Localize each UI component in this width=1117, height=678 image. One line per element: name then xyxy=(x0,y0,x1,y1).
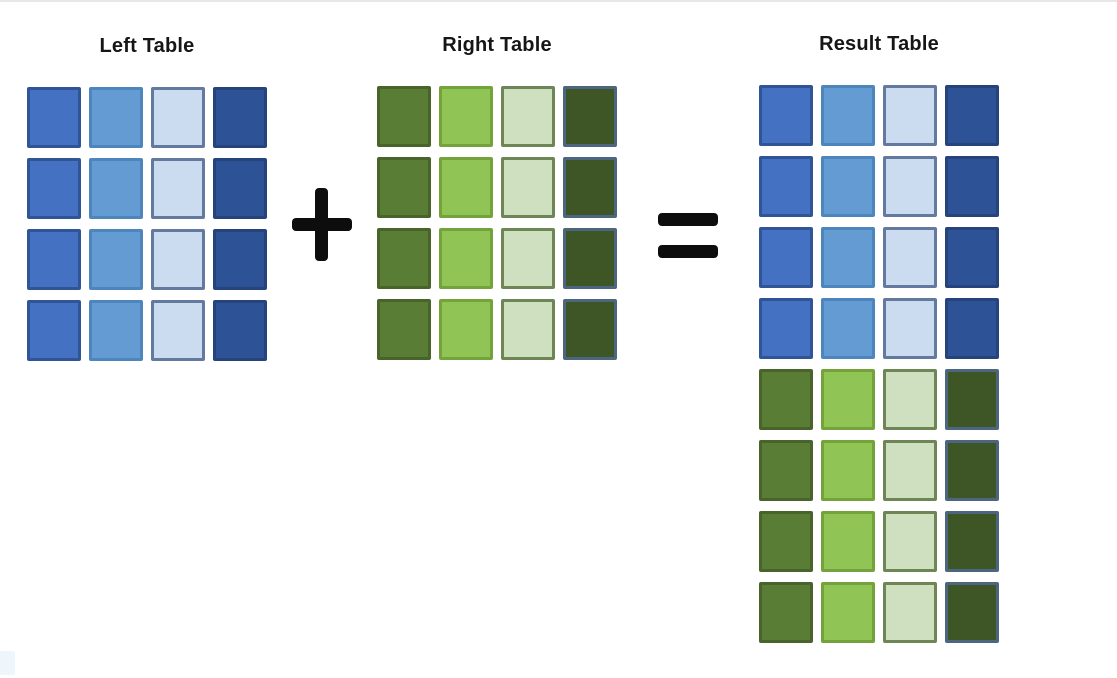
result-table-cell-r2c4 xyxy=(945,156,999,217)
right-table-cell-r2c3 xyxy=(501,157,555,218)
result-table-cell-r7c4 xyxy=(945,511,999,572)
result-table-cell-r5c4 xyxy=(945,369,999,430)
right-table-cell-r2c2 xyxy=(439,157,493,218)
result-table-cell-r3c3 xyxy=(883,227,937,288)
right-table-cell-r3c1 xyxy=(377,228,431,289)
result-table-cell-r2c3 xyxy=(883,156,937,217)
equals-bottom-bar xyxy=(658,245,718,258)
right-table-cell-r1c1 xyxy=(377,86,431,147)
right-table-cell-r4c1 xyxy=(377,299,431,360)
left-table-cell-r1c2 xyxy=(89,87,143,148)
left-table-cell-r2c2 xyxy=(89,158,143,219)
result-table-cell-r1c1 xyxy=(759,85,813,146)
left-table-cell-r3c2 xyxy=(89,229,143,290)
right-table: Right Table xyxy=(377,34,617,360)
left-table-cell-r1c4 xyxy=(213,87,267,148)
right-table-cell-r1c4 xyxy=(563,86,617,147)
result-table-cell-r6c4 xyxy=(945,440,999,501)
result-table-cell-r3c1 xyxy=(759,227,813,288)
result-table-title: Result Table xyxy=(819,33,939,55)
result-table-cell-r7c2 xyxy=(821,511,875,572)
result-table-cell-r4c4 xyxy=(945,298,999,359)
equals-operator-icon: = xyxy=(658,213,718,258)
right-table-cell-r4c3 xyxy=(501,299,555,360)
right-table-cell-r3c4 xyxy=(563,228,617,289)
result-table-cell-r1c2 xyxy=(821,85,875,146)
left-table-cell-r4c4 xyxy=(213,300,267,361)
right-table-cell-r4c4 xyxy=(563,299,617,360)
right-table-cell-r2c1 xyxy=(377,157,431,218)
left-table-cell-r3c3 xyxy=(151,229,205,290)
right-table-grid xyxy=(377,86,617,360)
result-table-cell-r6c3 xyxy=(883,440,937,501)
right-table-cell-r3c3 xyxy=(501,228,555,289)
right-table-cell-r3c2 xyxy=(439,228,493,289)
result-table-cell-r8c4 xyxy=(945,582,999,643)
right-table-cell-r4c2 xyxy=(439,299,493,360)
result-table-cell-r3c2 xyxy=(821,227,875,288)
result-table-cell-r8c2 xyxy=(821,582,875,643)
result-table: Result Table xyxy=(759,33,999,643)
result-table-cell-r1c4 xyxy=(945,85,999,146)
right-table-cell-r2c4 xyxy=(563,157,617,218)
left-table-cell-r4c1 xyxy=(27,300,81,361)
right-table-cell-r1c3 xyxy=(501,86,555,147)
left-table-cell-r1c3 xyxy=(151,87,205,148)
plus-operator-label: + xyxy=(292,188,293,189)
top-edge-line xyxy=(0,0,1117,2)
result-table-cell-r7c3 xyxy=(883,511,937,572)
right-table-title: Right Table xyxy=(442,34,552,56)
left-table: Left Table xyxy=(27,35,267,361)
result-table-cell-r5c1 xyxy=(759,369,813,430)
plus-horizontal-bar xyxy=(292,218,352,231)
right-table-cell-r1c2 xyxy=(439,86,493,147)
left-table-grid xyxy=(27,87,267,361)
left-table-cell-r1c1 xyxy=(27,87,81,148)
result-table-cell-r4c3 xyxy=(883,298,937,359)
bottom-left-artifact xyxy=(0,651,15,675)
left-table-cell-r4c3 xyxy=(151,300,205,361)
result-table-cell-r8c1 xyxy=(759,582,813,643)
left-table-cell-r3c1 xyxy=(27,229,81,290)
result-table-cell-r5c3 xyxy=(883,369,937,430)
result-table-cell-r2c2 xyxy=(821,156,875,217)
equals-top-bar xyxy=(658,213,718,226)
plus-operator-icon: + xyxy=(292,188,352,261)
left-table-title: Left Table xyxy=(99,35,195,57)
result-table-cell-r7c1 xyxy=(759,511,813,572)
result-table-cell-r8c3 xyxy=(883,582,937,643)
result-table-cell-r6c2 xyxy=(821,440,875,501)
result-table-cell-r6c1 xyxy=(759,440,813,501)
result-table-cell-r1c3 xyxy=(883,85,937,146)
result-table-cell-r4c2 xyxy=(821,298,875,359)
left-table-cell-r2c1 xyxy=(27,158,81,219)
left-table-cell-r2c4 xyxy=(213,158,267,219)
result-table-cell-r3c4 xyxy=(945,227,999,288)
result-table-grid xyxy=(759,85,999,643)
left-table-cell-r2c3 xyxy=(151,158,205,219)
result-table-cell-r4c1 xyxy=(759,298,813,359)
result-table-cell-r2c1 xyxy=(759,156,813,217)
left-table-cell-r4c2 xyxy=(89,300,143,361)
left-table-cell-r3c4 xyxy=(213,229,267,290)
result-table-cell-r5c2 xyxy=(821,369,875,430)
